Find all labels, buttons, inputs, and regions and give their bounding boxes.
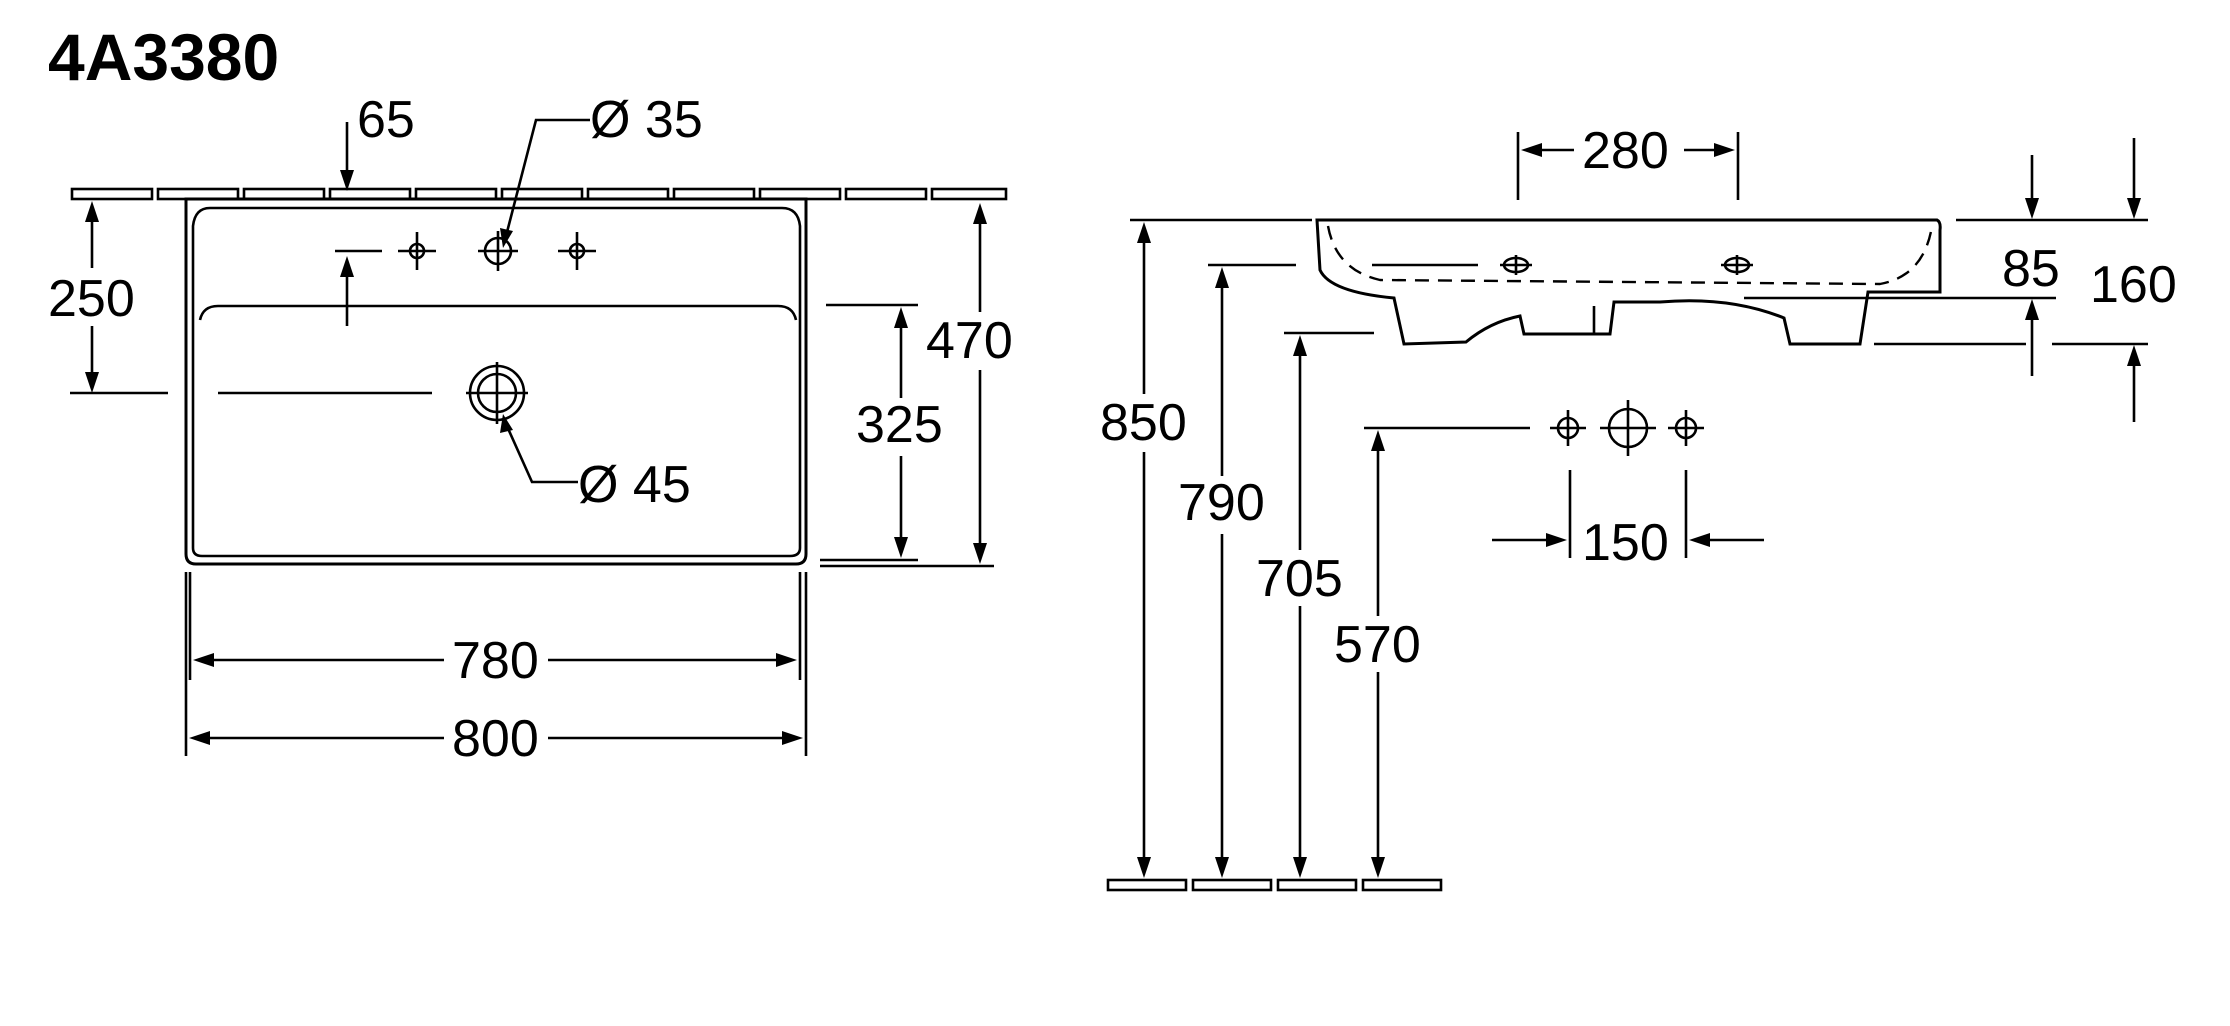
dim-tap-diameter: Ø 35 — [590, 91, 703, 149]
overflow-slot-left — [1500, 255, 1532, 275]
dim-top-edge-height: 850 — [1100, 394, 1187, 452]
basin-inner-outline — [191, 206, 802, 558]
basin-side-profile — [1315, 218, 1942, 346]
dim-waste-height: 570 — [1334, 616, 1421, 674]
dim-side-total-height: 160 — [2090, 256, 2177, 314]
product-code: 4A3380 — [48, 20, 279, 94]
plan-view: 65 Ø 35 Ø 45 250 325 470 — [48, 91, 1013, 768]
dim-tap-offset: 65 — [357, 91, 415, 149]
waste-outlet — [466, 362, 528, 424]
side-view: 280 85 160 850 — [1100, 122, 2177, 892]
optional-tap-hole-right — [558, 232, 596, 270]
tap-hole — [478, 231, 518, 271]
bowl-dashed-line — [1326, 225, 1934, 286]
dim-bracket-height: 705 — [1256, 550, 1343, 608]
dim-waste-spacing: 150 — [1582, 514, 1669, 572]
wall-tiles-top — [70, 187, 1008, 201]
basin-outer-outline — [184, 197, 808, 566]
dim-bowl-length: 280 — [1582, 122, 1669, 180]
dim-inner-width: 780 — [452, 632, 539, 690]
optional-tap-hole-left — [398, 232, 436, 270]
dim-side-bowl-depth: 85 — [2002, 240, 2060, 298]
waste-hole-right — [1668, 410, 1704, 446]
overflow-slot-right — [1721, 255, 1753, 275]
dim-underside-height: 790 — [1178, 474, 1265, 532]
dim-total-width: 800 — [452, 710, 539, 768]
basin-bowl-edge — [198, 304, 798, 321]
dim-overflow-height: 250 — [48, 270, 135, 328]
waste-hole-left — [1550, 410, 1586, 446]
waste-hole-center — [1600, 400, 1656, 456]
dim-overflow-diameter: Ø 45 — [578, 456, 691, 514]
floor-tiles — [1106, 878, 1443, 892]
dim-total-depth: 470 — [926, 312, 1013, 370]
dim-bowl-depth: 325 — [856, 396, 943, 454]
